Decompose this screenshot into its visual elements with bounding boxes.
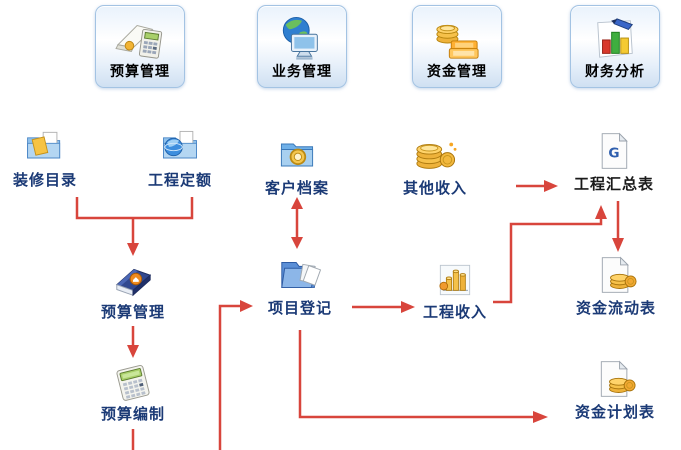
folder-lens-icon <box>275 132 319 176</box>
document-coins-icon <box>594 356 636 400</box>
folder-documents-icon <box>277 252 323 296</box>
chart-coins-icon <box>436 256 474 300</box>
node-fund-flow-table[interactable]: 资金流动表 <box>561 252 671 318</box>
node-label: 预算管理 <box>100 303 165 321</box>
button-financial-analysis[interactable]: 财务分析 <box>570 5 660 88</box>
document-letter: G <box>608 145 619 161</box>
node-project-registration[interactable]: 项目登记 <box>245 252 355 318</box>
node-label: 资金流动表 <box>575 299 656 317</box>
coin-stack-icon <box>412 132 458 176</box>
node-fund-plan-table[interactable]: 资金计划表 <box>560 356 670 422</box>
document-coins-icon <box>595 252 637 296</box>
node-label: 预算编制 <box>100 405 165 423</box>
book-icon <box>110 256 156 300</box>
node-decoration-catalog[interactable]: 装修目录 <box>0 124 100 190</box>
node-label: 工程定额 <box>147 171 212 189</box>
arrow-bottom-to-project <box>218 304 242 450</box>
button-label: 财务分析 <box>585 64 645 80</box>
node-label: 项目登记 <box>267 299 332 317</box>
node-customer-files[interactable]: 客户档案 <box>242 132 352 198</box>
node-budget-preparation[interactable]: 预算编制 <box>78 358 188 424</box>
node-label: 工程收入 <box>422 303 487 321</box>
folders-icon <box>23 124 67 168</box>
button-label: 预算管理 <box>110 64 170 80</box>
button-budget-management[interactable]: 预算管理 <box>95 5 185 88</box>
node-label: 资金计划表 <box>574 403 655 421</box>
button-label: 资金管理 <box>427 64 487 80</box>
arrow-merge-bracket <box>75 197 194 220</box>
node-label: 客户档案 <box>264 179 329 197</box>
button-label: 业务管理 <box>272 64 332 80</box>
bar-chart-pen-icon <box>590 14 640 64</box>
coins-banknotes-icon <box>432 14 482 64</box>
folder-globe-icon <box>158 124 202 168</box>
node-other-income[interactable]: 其他收入 <box>380 132 490 198</box>
node-engineering-summary-table[interactable]: G 工程汇总表 <box>559 128 669 194</box>
node-label: 装修目录 <box>12 171 77 189</box>
node-engineering-income[interactable]: 工程收入 <box>400 256 510 322</box>
document-g-icon: G <box>594 128 634 172</box>
calculator-icon <box>110 358 156 402</box>
button-business-management[interactable]: 业务管理 <box>257 5 347 88</box>
globe-monitor-icon <box>277 14 327 64</box>
node-budget-management[interactable]: 预算管理 <box>78 256 188 322</box>
button-fund-management[interactable]: 资金管理 <box>412 5 502 88</box>
node-engineering-quota[interactable]: 工程定额 <box>125 124 235 190</box>
arrow-project-to-plan <box>298 330 535 419</box>
node-label: 工程汇总表 <box>573 175 654 193</box>
node-label: 其他收入 <box>402 179 467 197</box>
laptop-calculator-icon <box>115 14 165 64</box>
